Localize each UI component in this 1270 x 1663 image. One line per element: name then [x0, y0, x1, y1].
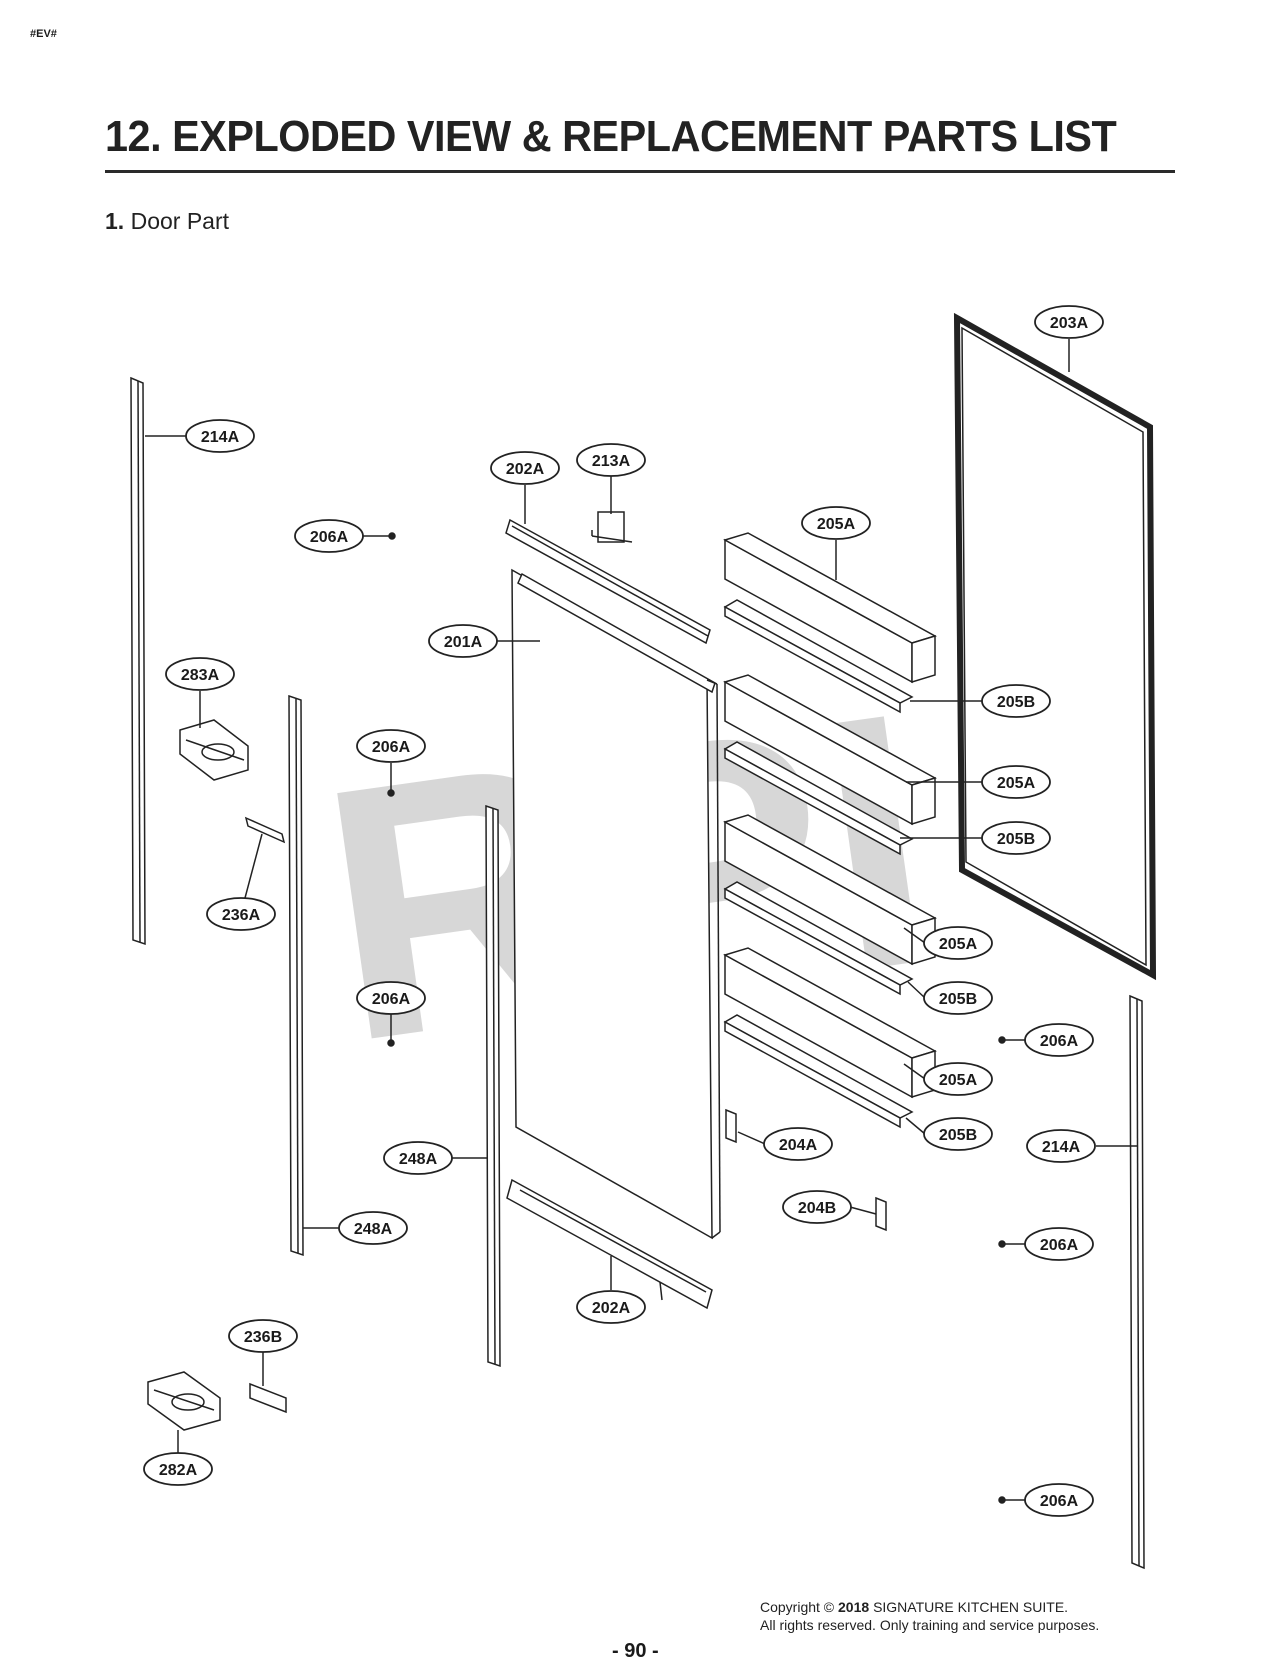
section-heading: 1. Door Part	[105, 208, 229, 235]
callout-283a: 283A	[181, 667, 220, 684]
hinge-strip-right	[485, 804, 501, 1368]
bottom-door-bracket	[506, 1178, 713, 1310]
copyright-notice: Copyright © 2018 SIGNATURE KITCHEN SUITE…	[760, 1598, 1099, 1634]
callout-282a: 282A	[159, 1462, 198, 1479]
leader-lines	[145, 339, 1138, 1501]
door-bin-3	[723, 814, 937, 996]
title-underline	[105, 170, 1175, 173]
door-bin-1	[723, 532, 937, 714]
callout-205b: 205B	[939, 991, 977, 1008]
callout-248a: 248A	[354, 1221, 393, 1238]
callout-214a-right: 214A	[1042, 1139, 1081, 1156]
door-liner	[511, 568, 721, 1240]
callout-202a-top: 202A	[506, 461, 545, 478]
callout-205a: 205A	[939, 1072, 978, 1089]
callout-236a: 236A	[222, 907, 261, 924]
hinge-strip-left	[288, 694, 304, 1257]
page-title: 12. EXPLODED VIEW & REPLACEMENT PARTS LI…	[105, 112, 1117, 161]
callout-248a: 248A	[399, 1151, 438, 1168]
page-code: #EV#	[30, 28, 57, 40]
door-bins	[723, 532, 937, 1129]
callout-206a: 206A	[1040, 1237, 1079, 1254]
top-door-bracket	[505, 518, 711, 645]
callout-205a: 205A	[939, 936, 978, 953]
callout-204b: 204B	[798, 1200, 836, 1217]
hinge-cover-top	[179, 719, 249, 781]
callout-204a: 204A	[779, 1137, 818, 1154]
bracket-204b	[875, 1196, 887, 1232]
callout-205b: 205B	[997, 694, 1035, 711]
section-number: 1.	[105, 208, 125, 234]
callout-202a-bottom: 202A	[592, 1300, 631, 1317]
copyright-prefix: Copyright ©	[760, 1599, 835, 1615]
callout-ovals	[143, 305, 1104, 1517]
copyright-rights: All rights reserved. Only training and s…	[760, 1617, 1100, 1633]
callout-236b: 236B	[244, 1329, 282, 1346]
callout-205b: 205B	[939, 1127, 977, 1144]
callout-205a: 205A	[817, 516, 856, 533]
hinge-cover-bottom	[147, 1371, 221, 1431]
door-stopper	[591, 511, 633, 543]
door-bin-4	[723, 947, 937, 1129]
callout-203a: 203A	[1050, 315, 1089, 332]
door-gasket	[953, 312, 1157, 981]
callout-214a-left: 214A	[201, 429, 240, 446]
copyright-owner: SIGNATURE KITCHEN SUITE.	[873, 1599, 1069, 1615]
callout-205a: 205A	[997, 775, 1036, 792]
right-trim-strip	[1129, 994, 1145, 1570]
callout-213a: 213A	[592, 453, 631, 470]
hinge-bracket-236b	[249, 1382, 287, 1414]
callout-206a: 206A	[372, 739, 411, 756]
bracket-204a	[725, 1108, 737, 1144]
left-trim-strip	[130, 376, 146, 946]
callout-206a: 206A	[372, 991, 411, 1008]
hinge-bracket-236a	[244, 816, 286, 844]
callout-labels: 203A 214A 202A 213A 206A 205A 201A 283A …	[159, 315, 1089, 1510]
callout-201a: 201A	[444, 634, 483, 651]
door-bin-2	[723, 674, 937, 856]
section-title: Door Part	[130, 208, 230, 234]
callout-206a: 206A	[310, 529, 349, 546]
callout-205b: 205B	[997, 831, 1035, 848]
callout-206a: 206A	[1040, 1033, 1079, 1050]
page-number: - 90 -	[612, 1640, 659, 1662]
callout-206a: 206A	[1040, 1493, 1079, 1510]
copyright-year: 2018	[838, 1599, 870, 1615]
